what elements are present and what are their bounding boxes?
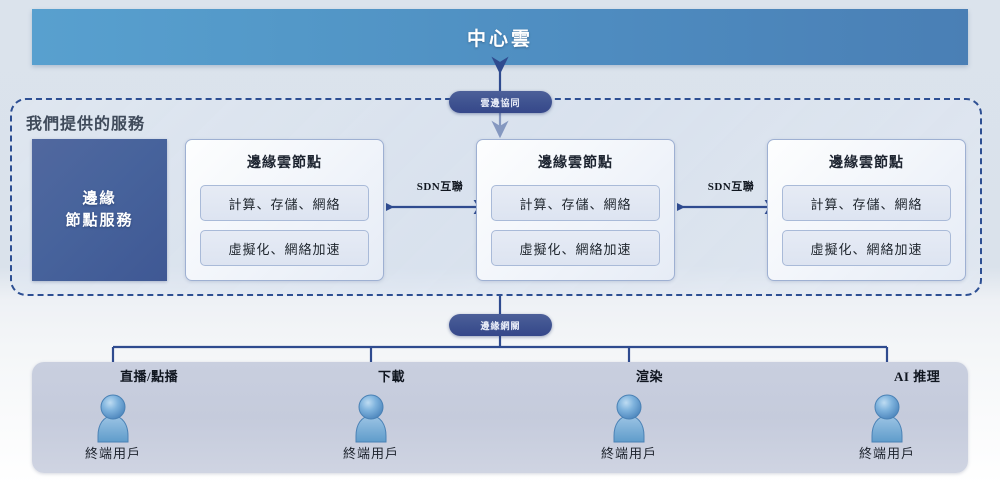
edge-cloud-node-title: 邊緣雲節點 — [829, 156, 904, 171]
end-user-caption: 終端用戶 — [84, 446, 141, 461]
end-user-caption: 終端用戶 — [858, 446, 915, 461]
edge-node-service-block: 邊緣 節點服務 — [32, 139, 167, 281]
node-capability-compute-storage-network: 計算、存儲、網絡 — [782, 185, 951, 221]
end-user-person-icon — [871, 394, 903, 443]
cloud-edge-collaboration-badge: 雲邊協同 — [449, 91, 552, 113]
end-user-caption: 終端用戶 — [342, 446, 399, 461]
edge-cloud-node-card-2: 邊緣雲節點 計算、存儲、網絡 虛擬化、網絡加速 — [476, 139, 675, 281]
central-cloud-label: 中心雲 — [466, 28, 533, 50]
service-label-rendering: 渲染 — [636, 369, 664, 384]
node-capability-virtualization-acceleration: 虛擬化、網絡加速 — [200, 230, 369, 266]
bidirectional-arrow-icon — [677, 200, 782, 214]
sdn-interconnect-label: SDN互聯 — [707, 181, 755, 193]
edge-cloud-node-title: 邊緣雲節點 — [538, 156, 613, 171]
node-capability-virtualization-acceleration: 虛擬化、網絡加速 — [491, 230, 660, 266]
node-capability-compute-storage-network: 計算、存儲、網絡 — [200, 185, 369, 221]
service-label-ai-inference: AI 推理 — [894, 369, 941, 384]
sdn-interconnect-1: SDN互聯 — [386, 181, 494, 220]
provided-services-title: 我們提供的服務 — [26, 116, 146, 133]
collaboration-label: 雲邊協同 — [480, 97, 521, 108]
bidirectional-arrow-icon — [386, 200, 491, 214]
edge-gateway-badge: 邊緣網關 — [449, 314, 552, 336]
edge-cloud-node-card-3: 邊緣雲節點 計算、存儲、網絡 虛擬化、網絡加速 — [767, 139, 966, 281]
end-users-panel — [32, 362, 968, 473]
service-label-live-vod: 直播/點播 — [120, 369, 179, 384]
end-user-caption: 終端用戶 — [600, 446, 657, 461]
node-capability-compute-storage-network: 計算、存儲、網絡 — [491, 185, 660, 221]
end-user-person-icon — [97, 394, 129, 443]
edge-gateway-label: 邊緣網關 — [480, 320, 521, 331]
node-capability-virtualization-acceleration: 虛擬化、網絡加速 — [782, 230, 951, 266]
sdn-interconnect-2: SDN互聯 — [677, 181, 785, 220]
sdn-interconnect-label: SDN互聯 — [416, 181, 464, 193]
service-label-download: 下載 — [378, 369, 406, 384]
central-cloud-banner: 中心雲 — [32, 9, 968, 65]
edge-node-service-line1: 邊緣 — [82, 191, 117, 207]
edge-cloud-node-title: 邊緣雲節點 — [247, 156, 322, 171]
edge-node-service-line2: 節點服務 — [65, 213, 134, 229]
end-user-person-icon — [355, 394, 387, 443]
edge-cloud-node-card-1: 邊緣雲節點 計算、存儲、網絡 虛擬化、網絡加速 — [185, 139, 384, 281]
end-user-person-icon — [613, 394, 645, 443]
